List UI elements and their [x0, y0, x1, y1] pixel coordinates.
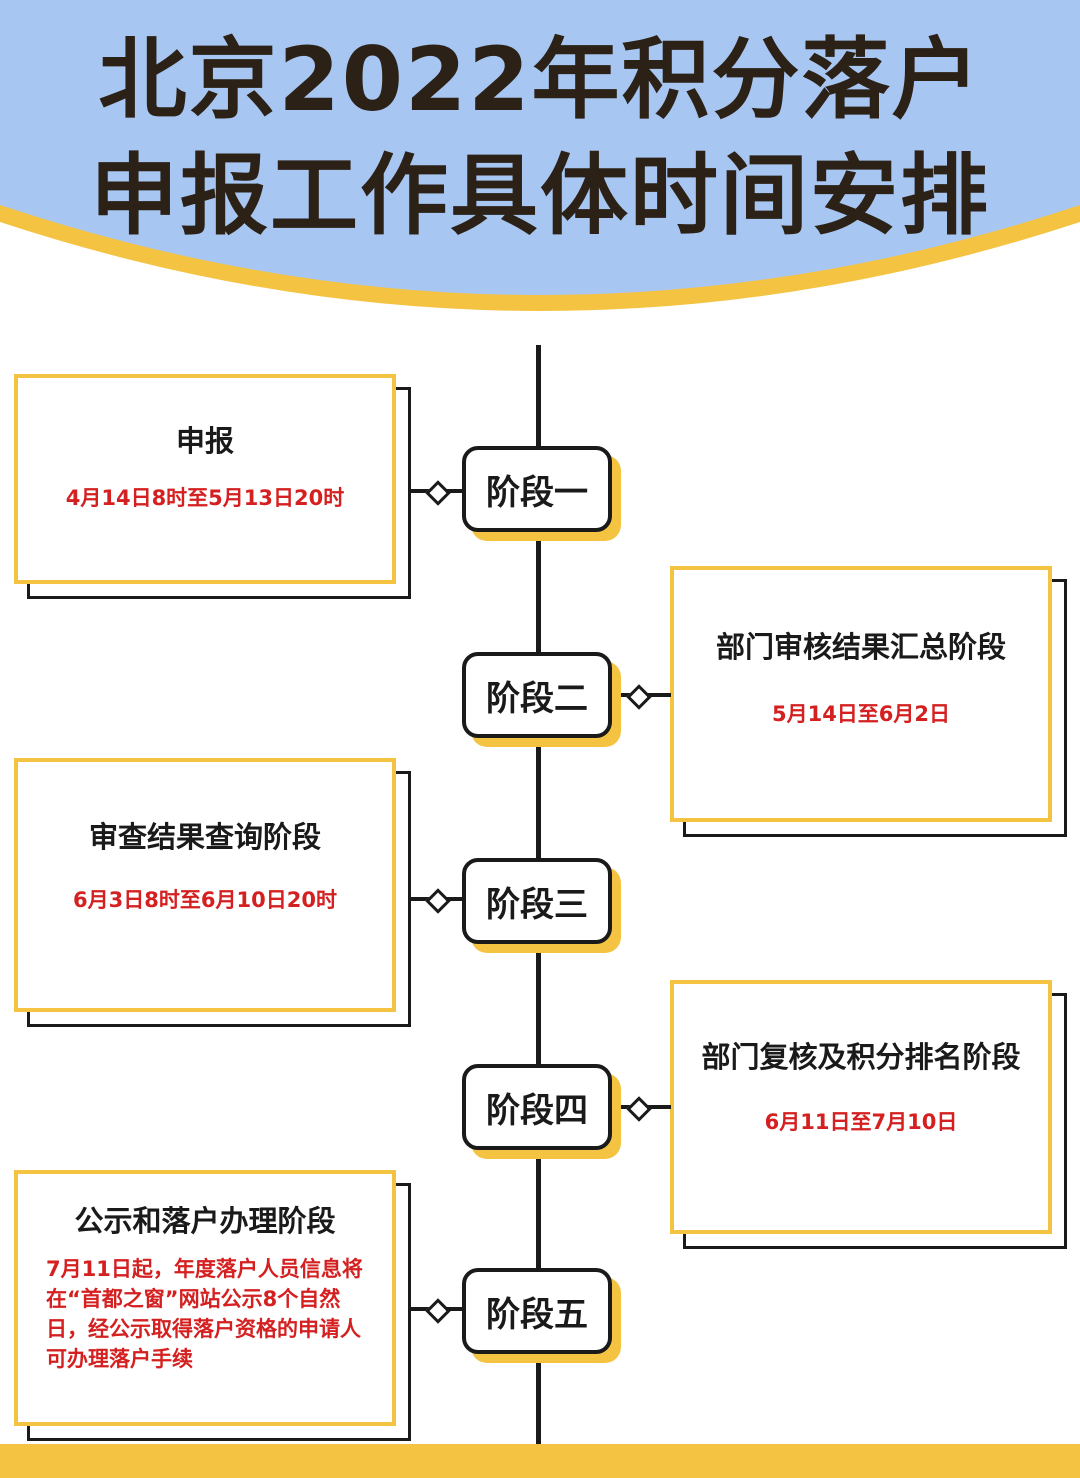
stage-3-card-title: 审查结果查询阶段 — [88, 820, 321, 854]
stage-4-card: 部门复核及积分排名阶段 6月11日至7月10日 — [670, 980, 1052, 1234]
stage-1-connector — [410, 489, 435, 493]
stage-5-diamond-marker — [425, 1298, 451, 1324]
stage-2-diamond-marker — [626, 684, 652, 710]
stage-3-badge: 阶段三 — [462, 858, 612, 944]
stage-5-card-description: 7月11日起，年度落户人员信息将在“首都之窗”网站公示8个自然日，经公示取得落户… — [46, 1257, 363, 1371]
stage-4-card-title: 部门复核及积分排名阶段 — [701, 1040, 1021, 1074]
footer-bar — [0, 1444, 1080, 1478]
stage-2-badge: 阶段二 — [462, 652, 612, 738]
stage-3-diamond-marker — [425, 888, 451, 914]
stage-5-card: 公示和落户办理阶段 7月11日起，年度落户人员信息将在“首都之窗”网站公示8个自… — [14, 1170, 396, 1426]
stage-1-diamond-marker — [425, 480, 451, 506]
stage-3-connector — [410, 897, 435, 901]
stage-5-connector — [410, 1307, 435, 1311]
page-title-line-1: 北京2022年积分落户 — [98, 28, 982, 131]
page-title-line-2: 申报工作具体时间安排 — [89, 144, 990, 247]
stage-2-card-title: 部门审核结果汇总阶段 — [715, 630, 1006, 664]
stage-2-card-date: 5月14日至6月2日 — [771, 702, 951, 726]
stage-4-connector-tail — [647, 1105, 671, 1109]
stage-2-card: 部门审核结果汇总阶段 5月14日至6月2日 — [670, 566, 1052, 822]
stage-5-card-title: 公示和落户办理阶段 — [74, 1204, 336, 1238]
stage-4-connector — [612, 1105, 632, 1109]
stage-4-card-date: 6月11日至7月10日 — [764, 1110, 958, 1134]
stage-3-connector-tail — [446, 897, 464, 901]
stage-4-badge: 阶段四 — [462, 1064, 612, 1150]
stage-1-card: 申报 4月14日8时至5月13日20时 — [14, 374, 396, 584]
header-background — [0, 0, 1080, 311]
stage-5-badge: 阶段五 — [462, 1268, 612, 1354]
stage-1-card-date: 4月14日8时至5月13日20时 — [65, 486, 345, 510]
stage-3-card-date: 6月3日8时至6月10日20时 — [73, 888, 337, 912]
stage-2-connector-tail — [647, 693, 671, 697]
stage-1-badge: 阶段一 — [462, 446, 612, 532]
stage-1-card-title: 申报 — [175, 424, 234, 458]
stage-1-connector-tail — [446, 489, 464, 493]
stage-5-connector-tail — [446, 1307, 464, 1311]
page-title: 北京2022年积分落户 申报工作具体时间安排 — [0, 22, 1080, 254]
stage-4-diamond-marker — [626, 1096, 652, 1122]
stage-2-connector — [612, 693, 632, 697]
stage-3-card: 审查结果查询阶段 6月3日8时至6月10日20时 — [14, 758, 396, 1012]
